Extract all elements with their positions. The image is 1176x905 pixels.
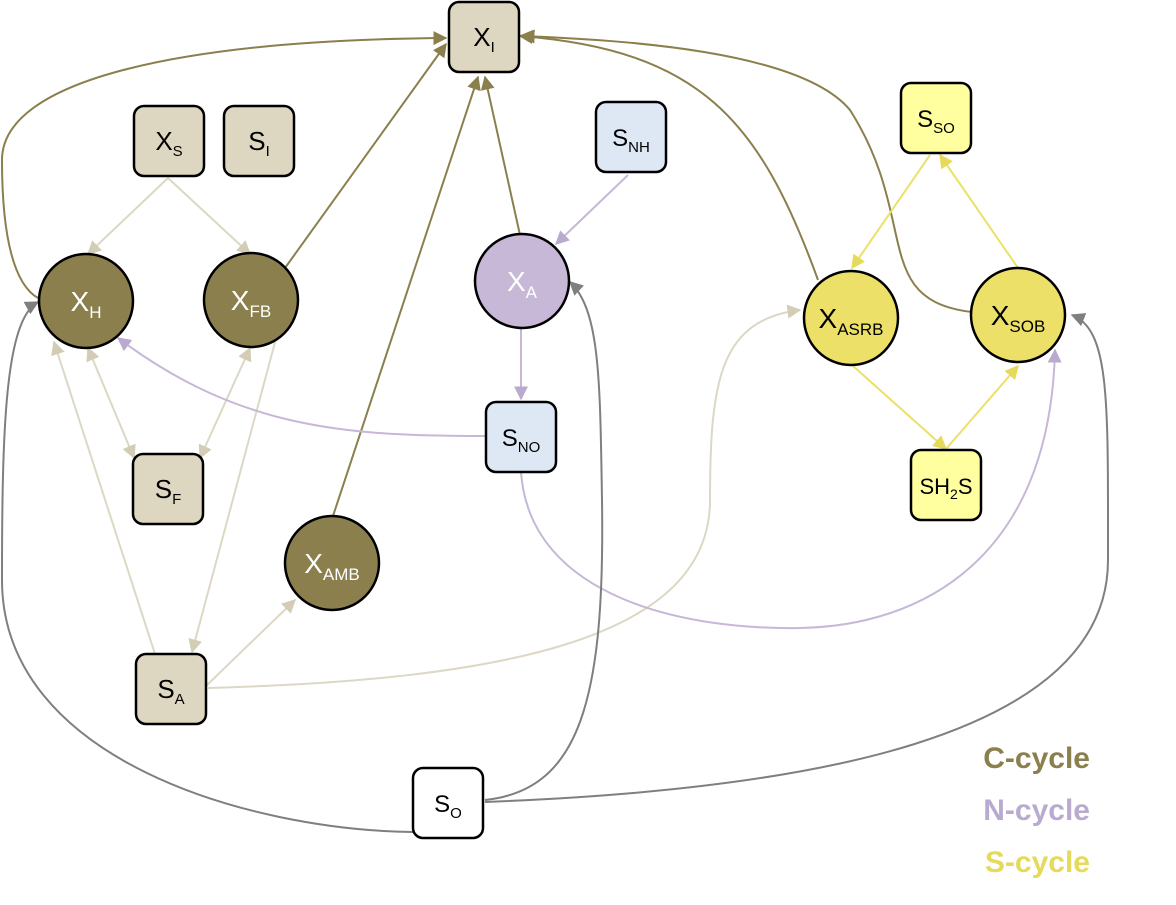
edge-xasrb-to-sh2s xyxy=(852,365,948,450)
svg-text:XSOB: XSOB xyxy=(991,300,1046,336)
node-so-main: S xyxy=(434,791,450,818)
edge-sso-to-xasrb xyxy=(851,154,931,270)
node-sf[interactable]: SF xyxy=(131,452,205,526)
node-xa-main: X xyxy=(507,266,526,297)
edge-xh-to-xi xyxy=(0,31,448,299)
node-so-sub: O xyxy=(450,805,462,822)
node-xamb[interactable]: XAMB xyxy=(283,514,381,612)
legend: C-cycle N-cycle S-cycle xyxy=(983,742,1090,879)
svg-text:XS: XS xyxy=(155,126,182,160)
edge-xasrb-to-xi xyxy=(518,30,819,281)
edge-sno-to-xh xyxy=(116,337,486,437)
edge-sa-to-xasrb xyxy=(207,304,802,689)
node-sso-main: S xyxy=(917,106,933,133)
node-xasrb-main: X xyxy=(819,303,838,334)
svg-text:SH2S: SH2S xyxy=(919,474,972,502)
svg-text:XASRB: XASRB xyxy=(819,303,884,339)
node-sno[interactable]: SNO xyxy=(484,400,558,474)
node-xasrb[interactable]: XASRB xyxy=(802,269,900,367)
edge-sa-to-xamb xyxy=(205,599,297,687)
svg-text:SF: SF xyxy=(155,474,182,508)
edge-sno-to-xsob xyxy=(520,348,1062,630)
svg-text:XA: XA xyxy=(507,266,538,302)
node-sa-sub: A xyxy=(175,691,185,708)
svg-text:XAMB: XAMB xyxy=(304,548,360,584)
node-xfb-main: X xyxy=(231,285,250,316)
node-sso[interactable]: SSO xyxy=(899,81,973,155)
node-xi[interactable]: XI xyxy=(447,0,521,74)
node-xs-sub: S xyxy=(173,143,183,160)
node-si-sub: I xyxy=(266,143,270,160)
node-xi-sub: I xyxy=(491,39,495,56)
node-snh-sub: NH xyxy=(628,139,650,156)
legend-n-cycle: N-cycle xyxy=(983,794,1090,827)
edge-xfb-to-sa xyxy=(188,304,286,654)
node-xsob[interactable]: XSOB xyxy=(969,266,1067,364)
edge-so-to-xa xyxy=(484,281,604,801)
node-xi-main: X xyxy=(473,22,490,52)
edge-so-to-xh xyxy=(0,301,414,833)
node-sh2s-tail: S xyxy=(958,474,973,499)
node-snh-main: S xyxy=(612,125,628,152)
node-xsob-main: X xyxy=(991,300,1010,331)
node-xs[interactable]: XS xyxy=(132,104,206,178)
node-sa-main: S xyxy=(157,674,174,704)
node-xasrb-sub: ASRB xyxy=(837,320,883,339)
edges xyxy=(0,29,1110,833)
edge-sh2s-to-xsob xyxy=(945,364,1019,450)
node-si-main: S xyxy=(248,126,265,156)
node-sno-sub: NO xyxy=(518,439,541,456)
node-sno-main: S xyxy=(502,425,518,452)
svg-text:SA: SA xyxy=(157,674,184,708)
node-sf-sub: F xyxy=(172,491,181,508)
svg-text:XFB: XFB xyxy=(231,285,271,321)
svg-text:SO: SO xyxy=(434,791,462,822)
node-xa-sub: A xyxy=(526,283,538,302)
edge-xamb-to-xi xyxy=(332,75,481,517)
svg-text:XH: XH xyxy=(71,286,102,322)
svg-text:SI: SI xyxy=(248,126,270,160)
node-sh2s-main: SH xyxy=(919,474,950,499)
node-snh[interactable]: SNH xyxy=(594,100,668,174)
node-sh2s-sub: 2 xyxy=(950,486,958,502)
edge-sa-to-xh xyxy=(51,340,156,655)
edge-so-to-xsob xyxy=(484,313,1110,803)
edge-xfb-sf xyxy=(198,346,252,460)
legend-s-cycle: S-cycle xyxy=(985,846,1090,879)
edge-xs-to-xh xyxy=(86,177,169,255)
node-xh-main: X xyxy=(71,286,90,317)
node-sf-main: S xyxy=(155,474,172,504)
node-xa[interactable]: XA xyxy=(473,232,571,330)
edge-xsob-to-sso xyxy=(939,153,1019,269)
node-xfb-sub: FB xyxy=(249,302,271,321)
node-so[interactable]: SO xyxy=(411,766,485,840)
edge-xsob-to-xi xyxy=(520,29,973,313)
node-xamb-sub: AMB xyxy=(323,565,360,584)
node-xs-main: X xyxy=(155,126,172,156)
node-sa[interactable]: SA xyxy=(134,652,208,726)
edge-xs-to-xfb xyxy=(167,177,252,255)
svg-text:XI: XI xyxy=(473,22,495,56)
node-xfb[interactable]: XFB xyxy=(202,251,300,349)
edge-xa-to-xi xyxy=(480,75,521,236)
edge-snh-to-xa xyxy=(554,174,629,245)
node-sso-sub: SO xyxy=(933,120,955,137)
node-xsob-sub: SOB xyxy=(1009,317,1045,336)
legend-c-cycle: C-cycle xyxy=(983,742,1090,775)
svg-text:SNO: SNO xyxy=(502,425,541,456)
node-xh[interactable]: XH xyxy=(37,252,135,350)
edge-xh-sf xyxy=(86,346,136,460)
node-sh2s[interactable]: SH2S xyxy=(909,448,983,522)
node-si[interactable]: SI xyxy=(222,104,296,178)
svg-text:SNH: SNH xyxy=(612,125,650,156)
node-xamb-main: X xyxy=(304,548,323,579)
edge-xfb-to-xi xyxy=(284,42,447,269)
svg-text:SSO: SSO xyxy=(917,106,955,137)
nodes: XI XS SI SNH SSO xyxy=(37,0,1067,840)
node-xh-sub: H xyxy=(89,303,101,322)
